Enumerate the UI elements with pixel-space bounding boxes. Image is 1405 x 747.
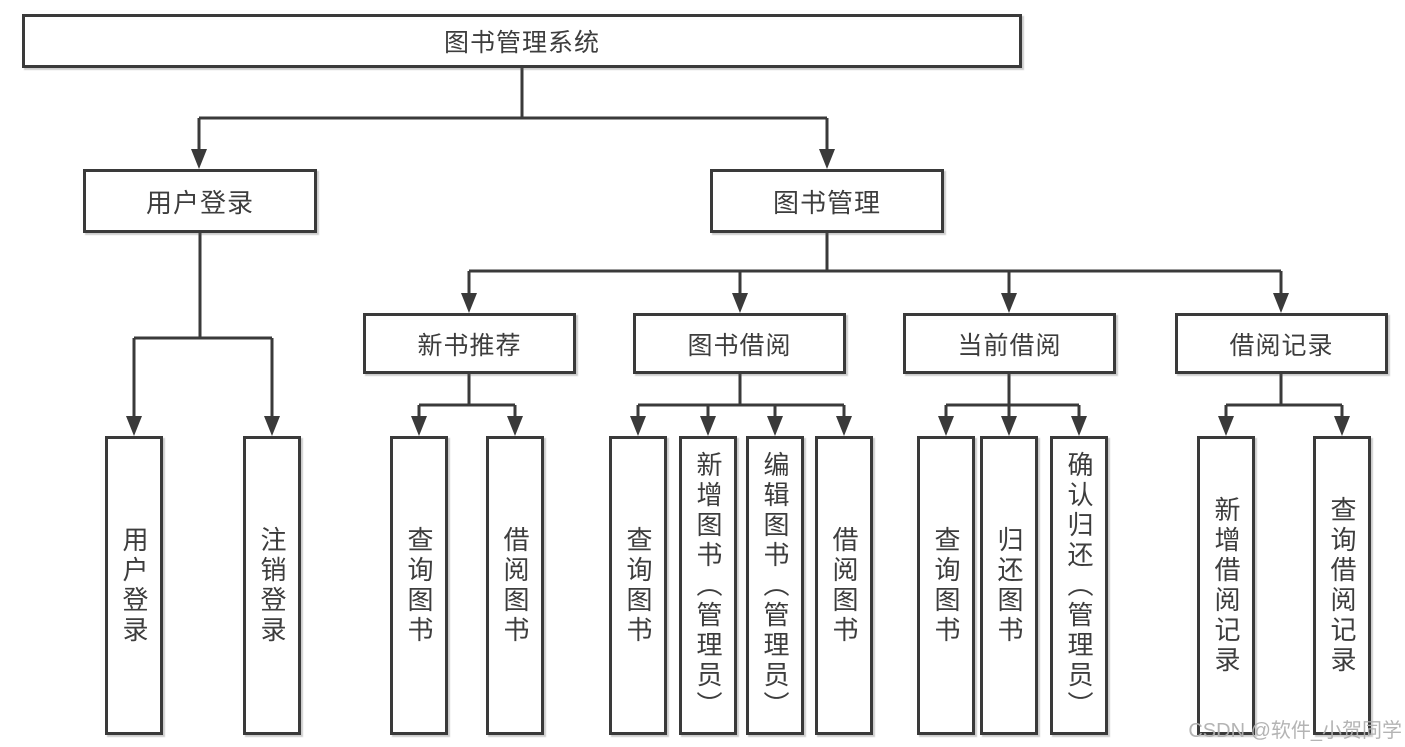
leaf-query-books-borrowing: 查询图书 bbox=[609, 436, 667, 735]
leaf-user-login: 用户登录 bbox=[105, 436, 163, 735]
leaf-add-borrow-record: 新增借阅记录 bbox=[1197, 436, 1255, 735]
node-user-login: 用户登录 bbox=[83, 169, 317, 233]
leaf-return-books: 归还图书 bbox=[980, 436, 1038, 735]
csdn-watermark: CSDN @软件_小贺同学 bbox=[1188, 720, 1402, 742]
leaf-borrow-books-borrowing: 借阅图书 bbox=[815, 436, 873, 735]
leaf-confirm-return-admin: 确认归还（管理员） bbox=[1050, 436, 1108, 735]
leaf-add-book-admin: 新增图书（管理员） bbox=[679, 436, 737, 735]
node-root: 图书管理系统 bbox=[22, 14, 1022, 68]
node-borrowing-records: 借阅记录 bbox=[1175, 313, 1388, 374]
node-book-management: 图书管理 bbox=[710, 169, 944, 233]
node-current-borrowing: 当前借阅 bbox=[903, 313, 1116, 374]
node-book-borrowing: 图书借阅 bbox=[633, 313, 846, 374]
leaf-query-borrow-record: 查询借阅记录 bbox=[1313, 436, 1371, 735]
leaf-borrow-books-recommend: 借阅图书 bbox=[486, 436, 544, 735]
leaf-edit-book-admin: 编辑图书（管理员） bbox=[746, 436, 804, 735]
node-new-book-recommendation: 新书推荐 bbox=[363, 313, 576, 374]
leaf-query-books-current: 查询图书 bbox=[917, 436, 975, 735]
leaf-logout: 注销登录 bbox=[243, 436, 301, 735]
leaf-query-books-recommend: 查询图书 bbox=[390, 436, 448, 735]
